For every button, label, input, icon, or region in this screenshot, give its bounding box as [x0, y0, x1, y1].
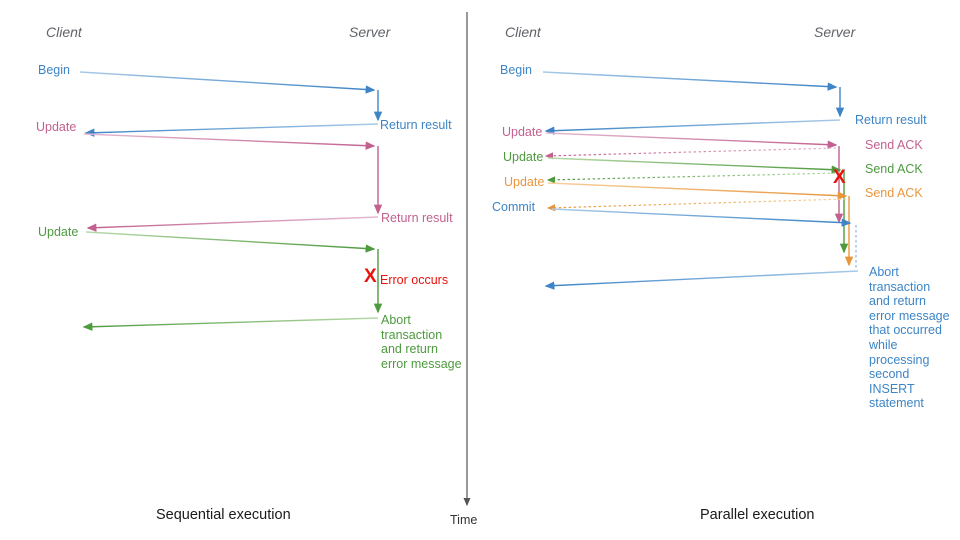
left-panel-arrows: [79, 71, 383, 331]
left-caption: Sequential execution: [156, 507, 291, 523]
arrow-update-pink-request: [83, 133, 376, 150]
right-msg-commit: Commit: [492, 200, 536, 214]
arrow-commit-request: [551, 208, 852, 227]
left-srv-return-result-1: Return result: [380, 118, 452, 132]
arrow-send-ack-orange: [546, 198, 847, 212]
left-error-label: Error occurs: [380, 273, 449, 287]
left-abort-note: Abort transaction and return error messa…: [381, 313, 462, 371]
right-srv-send-ack-3: Send ACK: [865, 186, 923, 200]
arrow-send-ack-green: [546, 172, 841, 184]
right-caption: Parallel execution: [700, 507, 815, 523]
left-msg-begin: Begin: [38, 63, 70, 77]
arrow-send-ack-pink: [544, 147, 837, 160]
arrow-update-pink-request-r: [545, 132, 838, 149]
right-msg-update-green: Update: [503, 150, 544, 164]
right-msg-update-pink: Update: [502, 125, 543, 139]
right-msg-update-orange: Update: [504, 175, 545, 189]
left-msg-update-green: Update: [38, 225, 79, 239]
right-client-header: Client: [505, 24, 541, 40]
right-panel-arrows: [542, 71, 859, 290]
left-srv-return-result-2: Return result: [381, 211, 453, 225]
right-srv-send-ack-2: Send ACK: [865, 162, 923, 176]
right-abort-note: Abort transaction and return error messa…: [869, 265, 950, 411]
right-srv-send-ack-1: Send ACK: [865, 138, 923, 152]
arrow-begin-request-r: [542, 71, 838, 91]
arrow-return-result-r: [544, 119, 841, 135]
arrow-abort-return-left: [82, 317, 379, 331]
left-msg-update-pink: Update: [36, 120, 77, 134]
error-x-icon-right: X: [833, 167, 846, 188]
error-x-icon-left: X: [364, 266, 377, 287]
arrow-begin-request: [79, 71, 376, 94]
arrow-return-result-2: [86, 216, 379, 232]
left-server-header: Server: [349, 24, 391, 40]
time-axis-label: Time: [450, 513, 478, 527]
arrow-return-result-1: [84, 123, 379, 137]
arrow-update-orange-request-r: [547, 182, 848, 200]
right-server-header: Server: [814, 24, 856, 40]
right-msg-begin: Begin: [500, 63, 532, 77]
arrow-update-green-request-r: [547, 157, 842, 174]
arrow-abort-return-right: [544, 270, 859, 290]
arrow-update-green-request: [85, 231, 376, 253]
right-srv-return-result: Return result: [855, 113, 927, 127]
left-client-header: Client: [46, 24, 82, 40]
